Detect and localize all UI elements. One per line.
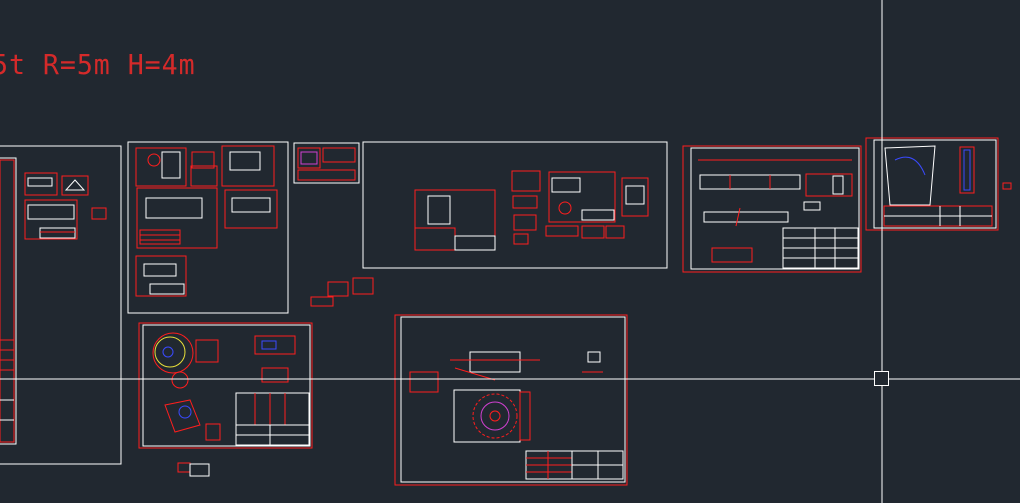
sheet-wide-middle[interactable] [362, 141, 668, 269]
floating-blocks[interactable] [177, 277, 374, 477]
sheet-top-right[interactable] [865, 137, 999, 231]
pickbox-cursor [874, 371, 889, 386]
sheet-left-large[interactable] [0, 145, 122, 465]
sheet-bottom-middle[interactable] [394, 314, 628, 486]
sheet-beam[interactable] [682, 145, 862, 273]
sheet-small-top[interactable] [293, 142, 360, 184]
small-mark-right[interactable] [1002, 182, 1012, 190]
sheet-bottom-left[interactable] [138, 322, 313, 449]
drawing-title-text[interactable]: 5t R=5m H=4m [0, 48, 196, 81]
sheet-detail-group[interactable] [127, 141, 289, 314]
